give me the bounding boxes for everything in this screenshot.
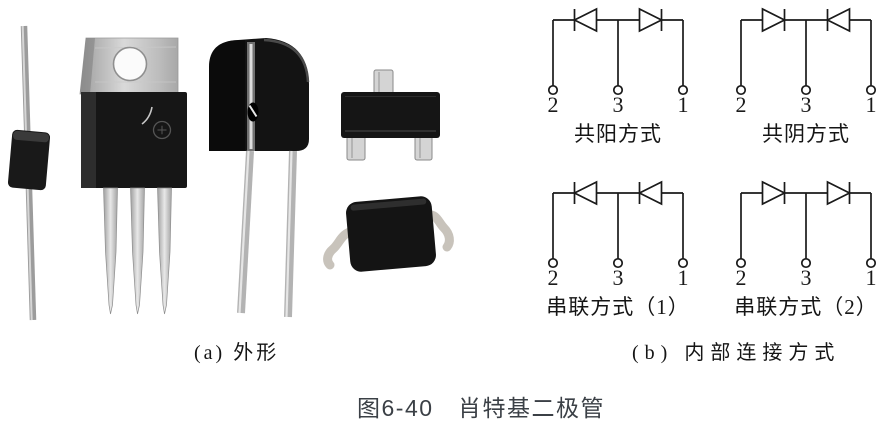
pin-terminal	[677, 257, 689, 269]
diagram-series-1-schematic: 2 3 1	[547, 180, 689, 290]
pin-number: 3	[801, 265, 812, 290]
diode-triangle	[761, 7, 787, 33]
pin-terminal	[612, 257, 624, 269]
diagram-series-1: 2 3 1 串联方式（1）	[543, 180, 693, 321]
diagram-label-series-1: 串联方式（1）	[546, 295, 690, 319]
diagram-label-series-2: 串联方式（2）	[734, 295, 878, 319]
pin-terminal	[865, 84, 877, 96]
subcaption-a: (a) 外形	[194, 342, 280, 364]
subcaption-b: (b) 内部连接方式	[632, 342, 841, 364]
photo-axial-diode	[7, 25, 51, 321]
diagram-common-cathode-schematic: 2 3 1	[735, 7, 877, 117]
diode-triangle	[761, 180, 787, 206]
pin-terminal	[547, 257, 559, 269]
diode-triangle	[572, 180, 598, 206]
diode-triangle	[572, 7, 598, 33]
pin-terminal	[612, 84, 624, 96]
photo-sot23-package	[341, 69, 440, 161]
pin-number: 2	[548, 92, 559, 117]
pin-terminal	[547, 84, 559, 96]
pin-terminal	[735, 257, 747, 269]
diagram-series-2: 2 3 1 串联方式（2）	[731, 180, 881, 321]
pin-number: 2	[548, 265, 559, 290]
diagram-common-cathode: 2 3 1 共阴方式	[731, 7, 881, 148]
pin-number: 1	[866, 265, 877, 290]
diode-triangle	[826, 180, 852, 206]
pin-terminal	[677, 84, 689, 96]
photo-outline-composite	[7, 25, 454, 321]
pin-number: 3	[613, 92, 624, 117]
pin-terminal	[800, 257, 812, 269]
pin-terminal	[735, 84, 747, 96]
photo-to202-package	[209, 38, 310, 318]
diagram-series-2-schematic: 2 3 1	[735, 180, 877, 290]
figure-caption: 图6-40 肖特基二极管	[357, 395, 606, 421]
diode-triangle	[638, 7, 664, 33]
pin-number: 3	[801, 92, 812, 117]
photo-sod123-package	[323, 196, 454, 272]
pin-terminal	[865, 257, 877, 269]
photo-to220-package	[79, 37, 187, 315]
pin-number: 1	[678, 265, 689, 290]
diode-triangle	[825, 7, 851, 33]
diagram-label-common-cathode: 共阴方式	[762, 122, 850, 146]
pin-number: 3	[613, 265, 624, 290]
pin-number: 2	[736, 265, 747, 290]
pin-terminal	[800, 84, 812, 96]
pin-number: 1	[866, 92, 877, 117]
diagram-label-common-anode: 共阳方式	[574, 122, 662, 146]
photo-panel-outline	[0, 0, 500, 340]
pin-number: 2	[736, 92, 747, 117]
diagram-common-anode-schematic: 2 3 1	[547, 7, 689, 117]
pin-number: 1	[678, 92, 689, 117]
diagram-common-anode: 2 3 1 共阳方式	[543, 7, 693, 148]
diode-triangle	[637, 180, 663, 206]
